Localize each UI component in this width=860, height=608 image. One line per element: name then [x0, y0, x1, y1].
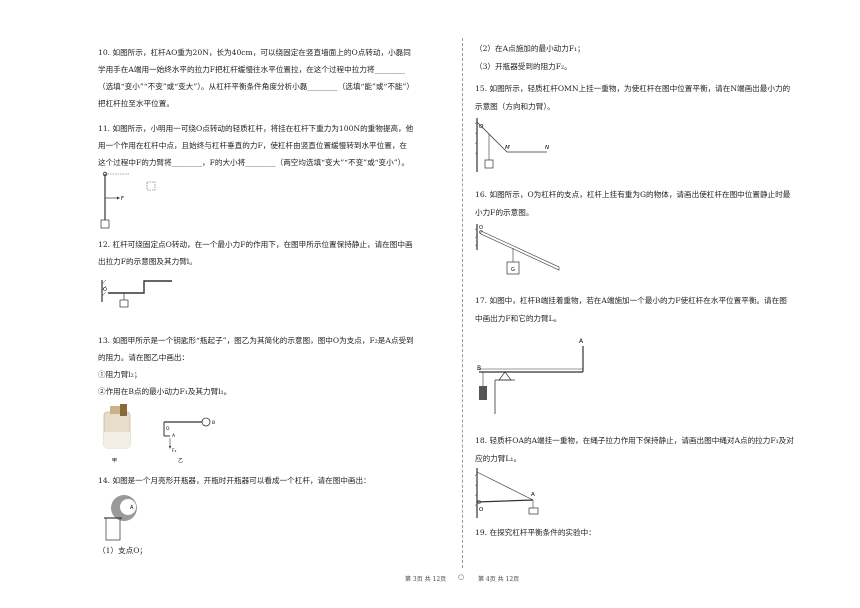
q13-caption-a: 甲	[112, 458, 117, 464]
q18-line2: 应的力臂L₁。	[475, 454, 522, 463]
q12-fig-o-label: O	[103, 287, 107, 293]
q18-fig-o: O	[479, 507, 484, 513]
q15-line2: 示意图（方向和力臂）。	[475, 102, 555, 111]
footer-left-page: 第 3页 共 12页	[405, 576, 447, 583]
footer-right-page: 第 4页 共 12页	[478, 576, 520, 583]
q10-line4: 把杠杆拉至水平位置。	[98, 99, 174, 108]
q13-fig-f2: F₂	[172, 448, 177, 454]
q18-line1: 18. 轻质杆OA的A端挂一重物，在绳子拉力作用下保持静止，请画出图中绳对A点的…	[475, 436, 794, 445]
q11-fig-f-label: F	[121, 196, 124, 202]
q19-line1: 19. 在探究杠杆平衡条件的实验中：	[475, 528, 596, 537]
column-divider	[462, 38, 463, 568]
q14-line1: 14. 如图是一个月亮形开瓶器，开瓶时开瓶器可以看成一个杠杆，请在图中画出：	[98, 476, 371, 485]
q16-line1: 16. 如图所示，O为杠杆的支点，杠杆上挂有重为G的物体，请画出使杠杆在图中位置…	[475, 190, 791, 199]
q10-line3: （选填“变小”“不变”或“变大”）。从杠杆平衡条件角度分析小磊________（…	[98, 82, 414, 91]
q17-figure: A B	[477, 338, 584, 414]
q17-fig-a: A	[579, 338, 584, 345]
q13-line4: ②作用在B点的最小动力F₁及其力臂l₁。	[98, 387, 232, 396]
q13-fig-b: B	[212, 420, 215, 426]
q11-line1: 11. 如图所示，小明用一可绕O点转动的轻质杠杆，将挂在杠杆下重力为100N的重…	[98, 124, 414, 133]
q11-figure: F	[100, 171, 156, 229]
q12-line1: 12. 杠杆可绕固定点O转动，在一个最小力F的作用下，在图甲所示位置保持静止，请…	[98, 240, 413, 249]
q17-line2: 中画出力F和它的力臂L。	[475, 314, 562, 323]
q10-line1: 10. 如图所示，杠杆AO重为20N，长为40cm，可以绕固定在竖直墙面上的O点…	[98, 48, 411, 57]
q17-line1: 17. 如图中，杠杆B端挂着重物，若在A端施加一个最小的力F使杠杆在水平位置平衡…	[475, 296, 787, 305]
q14-line2: （1）支点O；	[98, 546, 148, 555]
q17-fig-b: B	[477, 365, 481, 372]
q18-fig-a: A	[531, 492, 535, 498]
q16-figure: O G	[475, 224, 560, 275]
q14-cont-line1: （2）在A点施加的最小动力F₁；	[475, 44, 585, 53]
q13-fig-a: A	[172, 433, 176, 439]
q10-line2: 学用手在A端用一始终水平的拉力F把杠杆缓慢往水平位置拉，在这个过程中拉力将___…	[98, 65, 405, 74]
q13-line1: 13. 如图甲所示是一个钥匙形“瓶起子”，图乙为其简化的示意图，图中O为支点，F…	[98, 336, 414, 345]
q13-line3: ①阻力臂l₂；	[98, 370, 142, 379]
q16-line2: 小力F的示意图。	[475, 208, 534, 217]
q14-cont-line2: （3）开瓶器受到的阻力F₂。	[475, 62, 572, 71]
q18-figure: O A	[475, 468, 539, 518]
q14-figure: A	[104, 495, 137, 541]
q13-line2: 的阻力。请在图乙中画出：	[98, 353, 190, 362]
q13-figure: 甲 B O A F₂ 乙	[103, 404, 215, 464]
q11-line2: 用一个作用在杠杆中点，且始终与杠杆垂直的力F，使杠杆由竖直位置缓慢转到水平位置，…	[98, 141, 408, 150]
q15-line1: 15. 如图所示，轻质杠杆OMN上挂一重物，为使杠杆在图中位置平衡，请在N端画出…	[475, 84, 791, 93]
q15-fig-m: M	[505, 145, 510, 151]
footer-circle-icon: ○	[458, 573, 465, 581]
q16-fig-g: G	[511, 267, 515, 273]
q16-fig-o: O	[479, 225, 483, 231]
q11-line3: 这个过程中F的力臂将________，F的大小将________（两空均选填“变…	[98, 158, 409, 167]
q15-fig-n: N	[545, 145, 549, 151]
q13-fig-o: O	[166, 426, 170, 432]
q14-fig-a: A	[130, 505, 134, 511]
q12-figure: O	[101, 279, 172, 308]
q13-caption-b: 乙	[178, 457, 183, 464]
q12-line2: 出拉力F的示意图及其力臂l。	[98, 257, 197, 266]
q15-figure: O M N	[475, 118, 549, 172]
